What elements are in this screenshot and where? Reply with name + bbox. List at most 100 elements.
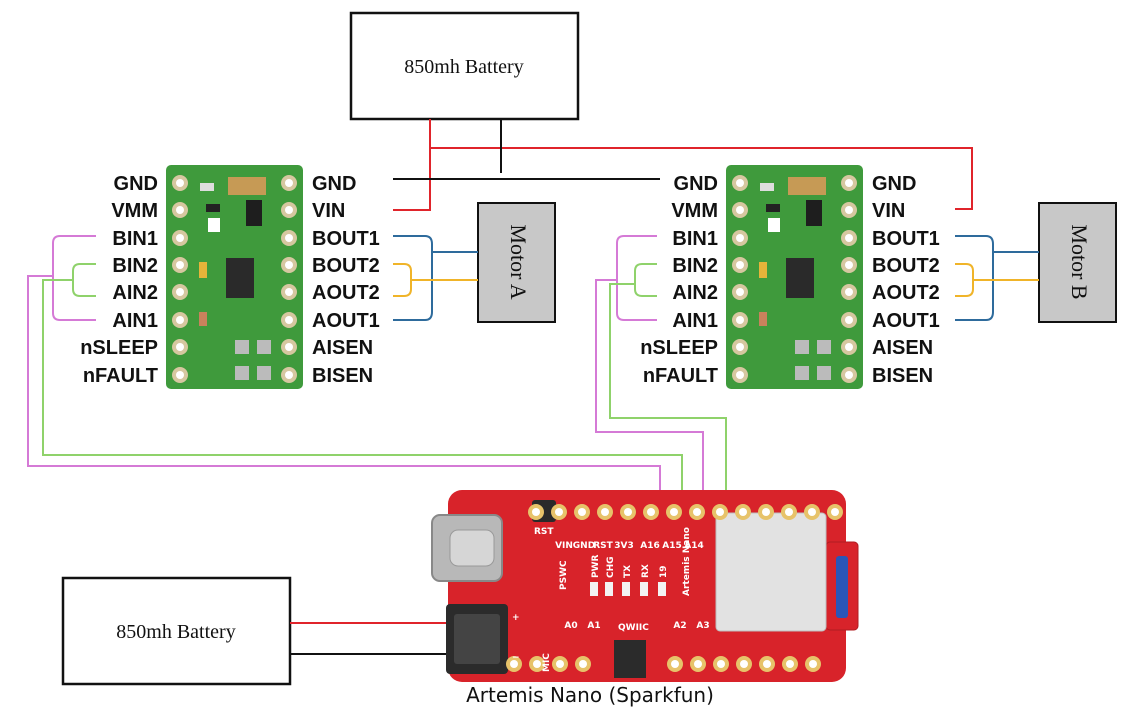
silk-top-pin-label: A15 — [662, 541, 682, 551]
silk-bottom-pin-label: A0 — [564, 621, 577, 631]
artemis-top-pin-center — [578, 508, 586, 516]
motor-driver-a — [166, 165, 303, 389]
pin-hole-center — [176, 261, 184, 269]
driver-b-resistor — [760, 183, 774, 191]
driver-b-left-pin-label: AIN2 — [672, 282, 718, 304]
driver-b-right-pin-label: AOUT2 — [872, 282, 940, 304]
artemis-bottom-pin-center — [763, 660, 771, 668]
led-pad — [640, 582, 648, 596]
driver-b-right-pin-label: AOUT1 — [872, 310, 940, 332]
pin-hole-center — [285, 343, 293, 351]
pin-hole-center — [285, 316, 293, 324]
motor-wires — [393, 235, 1039, 321]
driver-b-left-pin-label: nFAULT — [643, 365, 718, 387]
driver-a-smd — [206, 204, 220, 212]
silk-name: Artemis Nano — [682, 527, 692, 596]
driver-b-right-pin-label: GND — [872, 173, 916, 195]
driver-b-left-pin-label: AIN1 — [672, 310, 718, 332]
driver-a-transistor — [246, 200, 262, 226]
artemis-top-pin-center — [670, 508, 678, 516]
pin-hole-center — [176, 316, 184, 324]
pin-hole-center — [176, 371, 184, 379]
pin-hole-center — [845, 261, 853, 269]
driver-a-left-pin-label: AIN2 — [112, 282, 158, 304]
motor-a-box — [477, 202, 556, 323]
artemis-bottom-pin-center — [694, 660, 702, 668]
driver-b-right-pin-label: AISEN — [872, 337, 933, 359]
wire-vin-a — [393, 119, 431, 211]
driver-b-transistor — [806, 200, 822, 226]
silk-led-label: CHG — [606, 556, 616, 578]
driver-a-left-pin-label: BIN1 — [112, 228, 158, 250]
driver-a-right-pin-label: BOUT2 — [312, 255, 380, 277]
pin-hole-center — [736, 261, 744, 269]
pin-hole-center — [845, 179, 853, 187]
pin-hole-center — [736, 234, 744, 242]
silk-rst: RST — [534, 527, 554, 537]
motor-a: Motor A — [477, 202, 556, 323]
pin-hole-center — [176, 288, 184, 296]
artemis-top-pin-center — [831, 508, 839, 516]
pin-hole-center — [176, 206, 184, 214]
wire-b-bout2-aout2 — [955, 263, 974, 297]
motor-a-label: Motor A — [506, 224, 531, 299]
led-pad — [605, 582, 613, 596]
battery-bottom: 850mh Battery — [61, 576, 292, 686]
artemis-bottom-pin-center — [579, 660, 587, 668]
battery-top-box — [349, 11, 580, 121]
pin-hole-center — [285, 179, 293, 187]
battery-bottom-box — [61, 576, 292, 686]
driver-a-resistor — [200, 183, 214, 191]
silk-bottom-pin-label: A3 — [696, 621, 709, 631]
wire-vin-b — [430, 147, 973, 210]
driver-b-pad3 — [795, 366, 809, 380]
driver-a-left-pin-label: AIN1 — [112, 310, 158, 332]
driver-a-right-pin-label: BISEN — [312, 365, 373, 387]
pin-hole-center — [285, 371, 293, 379]
driver-b-pin-holes — [732, 175, 857, 383]
driver-b-pad4 — [817, 366, 831, 380]
pin-hole-center — [176, 179, 184, 187]
driver-a-pad1 — [235, 340, 249, 354]
silk-top-pin-label: 3V3 — [614, 541, 634, 551]
artemis-top-pin-center — [647, 508, 655, 516]
jst-socket — [454, 614, 500, 664]
artemis-top-pin-center — [785, 508, 793, 516]
driver-a-pad2 — [257, 340, 271, 354]
silk-top-pin-label: GND — [573, 541, 595, 551]
driver-a-pin-holes — [172, 175, 297, 383]
silk-top-pin-label: A16 — [640, 541, 660, 551]
power-wires — [290, 119, 973, 655]
silk-led-label: PWR — [591, 554, 601, 578]
artemis-bottom-pin-center — [510, 660, 518, 668]
driver-b-left-pin-label: BIN2 — [672, 255, 718, 277]
silk-qwiic: QWIIC — [618, 623, 649, 633]
battery-bottom-label: 850mh Battery — [116, 621, 235, 643]
pin-hole-center — [176, 343, 184, 351]
artemis-top-pin-center — [808, 508, 816, 516]
silk-pswc: PSWC — [559, 560, 569, 590]
artemis-module — [715, 512, 827, 632]
qwiic-connector-icon — [614, 640, 646, 678]
motor-b-label: Motor B — [1067, 224, 1092, 299]
pin-hole-center — [736, 179, 744, 187]
driver-b-left-pin-label: BIN1 — [672, 228, 718, 250]
driver-a-left-pin-label: GND — [114, 173, 158, 195]
driver-a-pad4 — [257, 366, 271, 380]
driver-a-right-pin-label: VIN — [312, 200, 345, 222]
signal-wires — [27, 235, 727, 512]
pin-hole-center — [736, 343, 744, 351]
led-pad — [622, 582, 630, 596]
pin-hole-center — [736, 288, 744, 296]
wire-a-green-to-a15 — [42, 279, 683, 512]
artemis-top-pin-center — [762, 508, 770, 516]
pin-hole-center — [845, 288, 853, 296]
driver-b-ic — [786, 258, 814, 298]
driver-a-ic — [226, 258, 254, 298]
pin-hole-center — [285, 288, 293, 296]
silk-mic: MIC — [542, 653, 552, 672]
silk-plus: + — [512, 613, 520, 623]
artemis-top-pin-center — [555, 508, 563, 516]
